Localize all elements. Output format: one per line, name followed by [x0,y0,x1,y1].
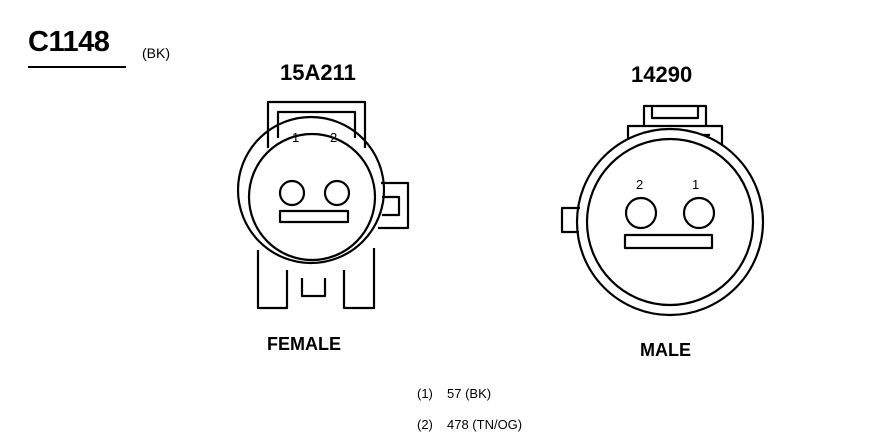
legend-pin: (1) [417,386,433,401]
connector-id-underline [28,66,126,68]
female-connector-drawing [236,100,410,310]
male-pin-1 [682,196,716,230]
female-pin-label-2: 2 [330,130,338,145]
female-outer-body [236,115,386,265]
legend-pin: (2) [417,417,433,432]
male-label: MALE [640,340,691,360]
female-pin-cavity-2 [323,179,351,207]
male-key-tab [560,206,580,234]
female-center-tab [300,278,327,298]
male-connector-drawing [560,104,765,317]
legend-wire: 57 (BK) [447,386,492,401]
male-pin-label-1: 1 [692,177,700,192]
legend-row: (1) 57 (BK) [417,386,491,401]
female-right-leg [342,248,376,310]
female-top-housing [266,100,367,148]
male-pin-label-2: 2 [636,177,644,192]
female-left-leg [256,250,289,310]
female-part-number: 15A211 [280,60,356,85]
connector-id: C1148 [28,26,110,58]
legend-row: (2) 478 (TN/OG) [417,417,522,432]
female-label: FEMALE [267,334,341,354]
female-latch-inner [382,195,401,217]
connector-color: (BK) [142,45,170,61]
male-lock-tab-inner [650,106,700,120]
female-keyway [278,209,350,224]
male-lock-tab [642,104,708,126]
male-outer-body [575,127,765,317]
male-inner-face [585,137,755,307]
male-part-number: 14290 [631,62,693,87]
male-pin-2 [624,196,658,230]
male-keyway [623,233,714,250]
female-pin-label-1: 1 [292,130,300,145]
female-inner-face [247,132,377,262]
female-latch [378,181,410,230]
female-pin-cavity-1 [278,179,306,207]
legend-wire: 478 (TN/OG) [447,417,523,432]
